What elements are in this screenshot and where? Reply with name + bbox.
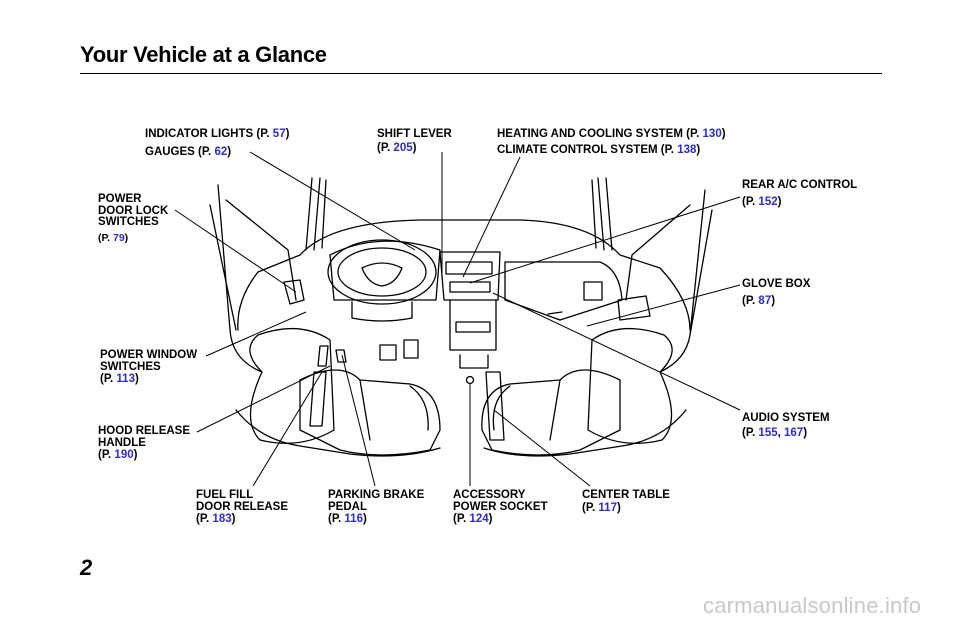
label-rear-ac-control: REAR A/C CONTROL (P. 152) bbox=[742, 179, 858, 208]
right-seat bbox=[587, 327, 673, 444]
page-ref-link[interactable]: 124 bbox=[469, 513, 489, 525]
label-indicator-lights: INDICATOR LIGHTS (P. 57) bbox=[145, 128, 290, 140]
page-ref-link[interactable]: 62 bbox=[214, 146, 228, 158]
label-parking-brake: PARKING BRAKE PEDAL (P. 116) bbox=[328, 489, 425, 525]
dashboard-outline bbox=[299, 219, 691, 331]
left-door-panel bbox=[209, 184, 297, 373]
label-center-table: CENTER TABLE (P. 117) bbox=[582, 489, 670, 514]
label-power-door-lock: POWER DOOR LOCK SWITCHES (P. 79) bbox=[98, 193, 169, 244]
leader-power-door bbox=[174, 209, 297, 293]
center-table bbox=[485, 371, 505, 441]
label-shift-lever: SHIFT LEVER (P. 205) bbox=[377, 128, 452, 154]
page-ref-link[interactable]: 152 bbox=[758, 196, 778, 208]
label-fuel-fill: FUEL FILL DOOR RELEASE (P. 183) bbox=[196, 489, 289, 525]
leader-power-window bbox=[205, 311, 307, 357]
page-ref-link[interactable]: 130 bbox=[702, 128, 722, 140]
page-ref-link[interactable]: 183 bbox=[212, 513, 232, 525]
label-heating-cooling: HEATING AND COOLING SYSTEM (P. 130) bbox=[497, 128, 726, 140]
leader-audio bbox=[492, 292, 741, 411]
label-climate-control: CLIMATE CONTROL SYSTEM (P. 138) bbox=[497, 144, 701, 156]
leader-hood bbox=[196, 365, 331, 433]
leader-center-table bbox=[493, 409, 591, 487]
leader-glove bbox=[586, 284, 741, 327]
page-title: Your Vehicle at a Glance bbox=[80, 42, 327, 67]
page-ref-link[interactable]: 87 bbox=[758, 295, 772, 307]
page-ref-link[interactable]: 116 bbox=[344, 513, 363, 525]
page-ref-link[interactable]: 190 bbox=[114, 449, 134, 461]
page-ref-link[interactable]: 205 bbox=[393, 142, 413, 154]
right-door-panel bbox=[625, 189, 713, 373]
leader-climate bbox=[462, 156, 521, 278]
pedals bbox=[335, 339, 419, 363]
title-rule bbox=[80, 73, 882, 74]
label-accessory-socket: ACCESSORY POWER SOCKET (P. 124) bbox=[453, 489, 548, 525]
left-a-pillar bbox=[305, 177, 327, 251]
page-ref-link[interactable]: 117 bbox=[598, 502, 617, 514]
label-glove-box: GLOVE BOX (P. 87) bbox=[742, 278, 811, 307]
leader-fuel bbox=[252, 371, 323, 487]
glove-box-outline bbox=[504, 261, 623, 321]
watermark: carmanualsonline.info bbox=[703, 593, 922, 618]
center-stack bbox=[439, 251, 501, 301]
page-number: 2 bbox=[80, 555, 93, 580]
page-ref-link[interactable]: 79 bbox=[112, 231, 125, 244]
page-ref-link[interactable]: 113 bbox=[116, 373, 135, 385]
label-gauges: GAUGES (P. 62) bbox=[145, 146, 232, 158]
label-power-window: POWER WINDOW SWITCHES (P. 113) bbox=[100, 349, 198, 385]
label-hood-release: HOOD RELEASE HANDLE (P. 190) bbox=[98, 425, 191, 461]
page-ref-link[interactable]: 167 bbox=[784, 427, 804, 439]
page-ref-link[interactable]: 57 bbox=[272, 128, 286, 140]
instrument-cluster bbox=[329, 240, 441, 301]
leader-indicator bbox=[249, 151, 416, 251]
page-ref-link[interactable]: 138 bbox=[677, 144, 697, 156]
label-audio-system: AUDIO SYSTEM (P. 155, 167) bbox=[742, 412, 830, 439]
steering-wheel bbox=[327, 239, 437, 305]
leader-parking bbox=[341, 354, 376, 487]
page-ref-link[interactable]: 155 bbox=[758, 427, 778, 439]
leader-rear-ac bbox=[469, 196, 741, 284]
